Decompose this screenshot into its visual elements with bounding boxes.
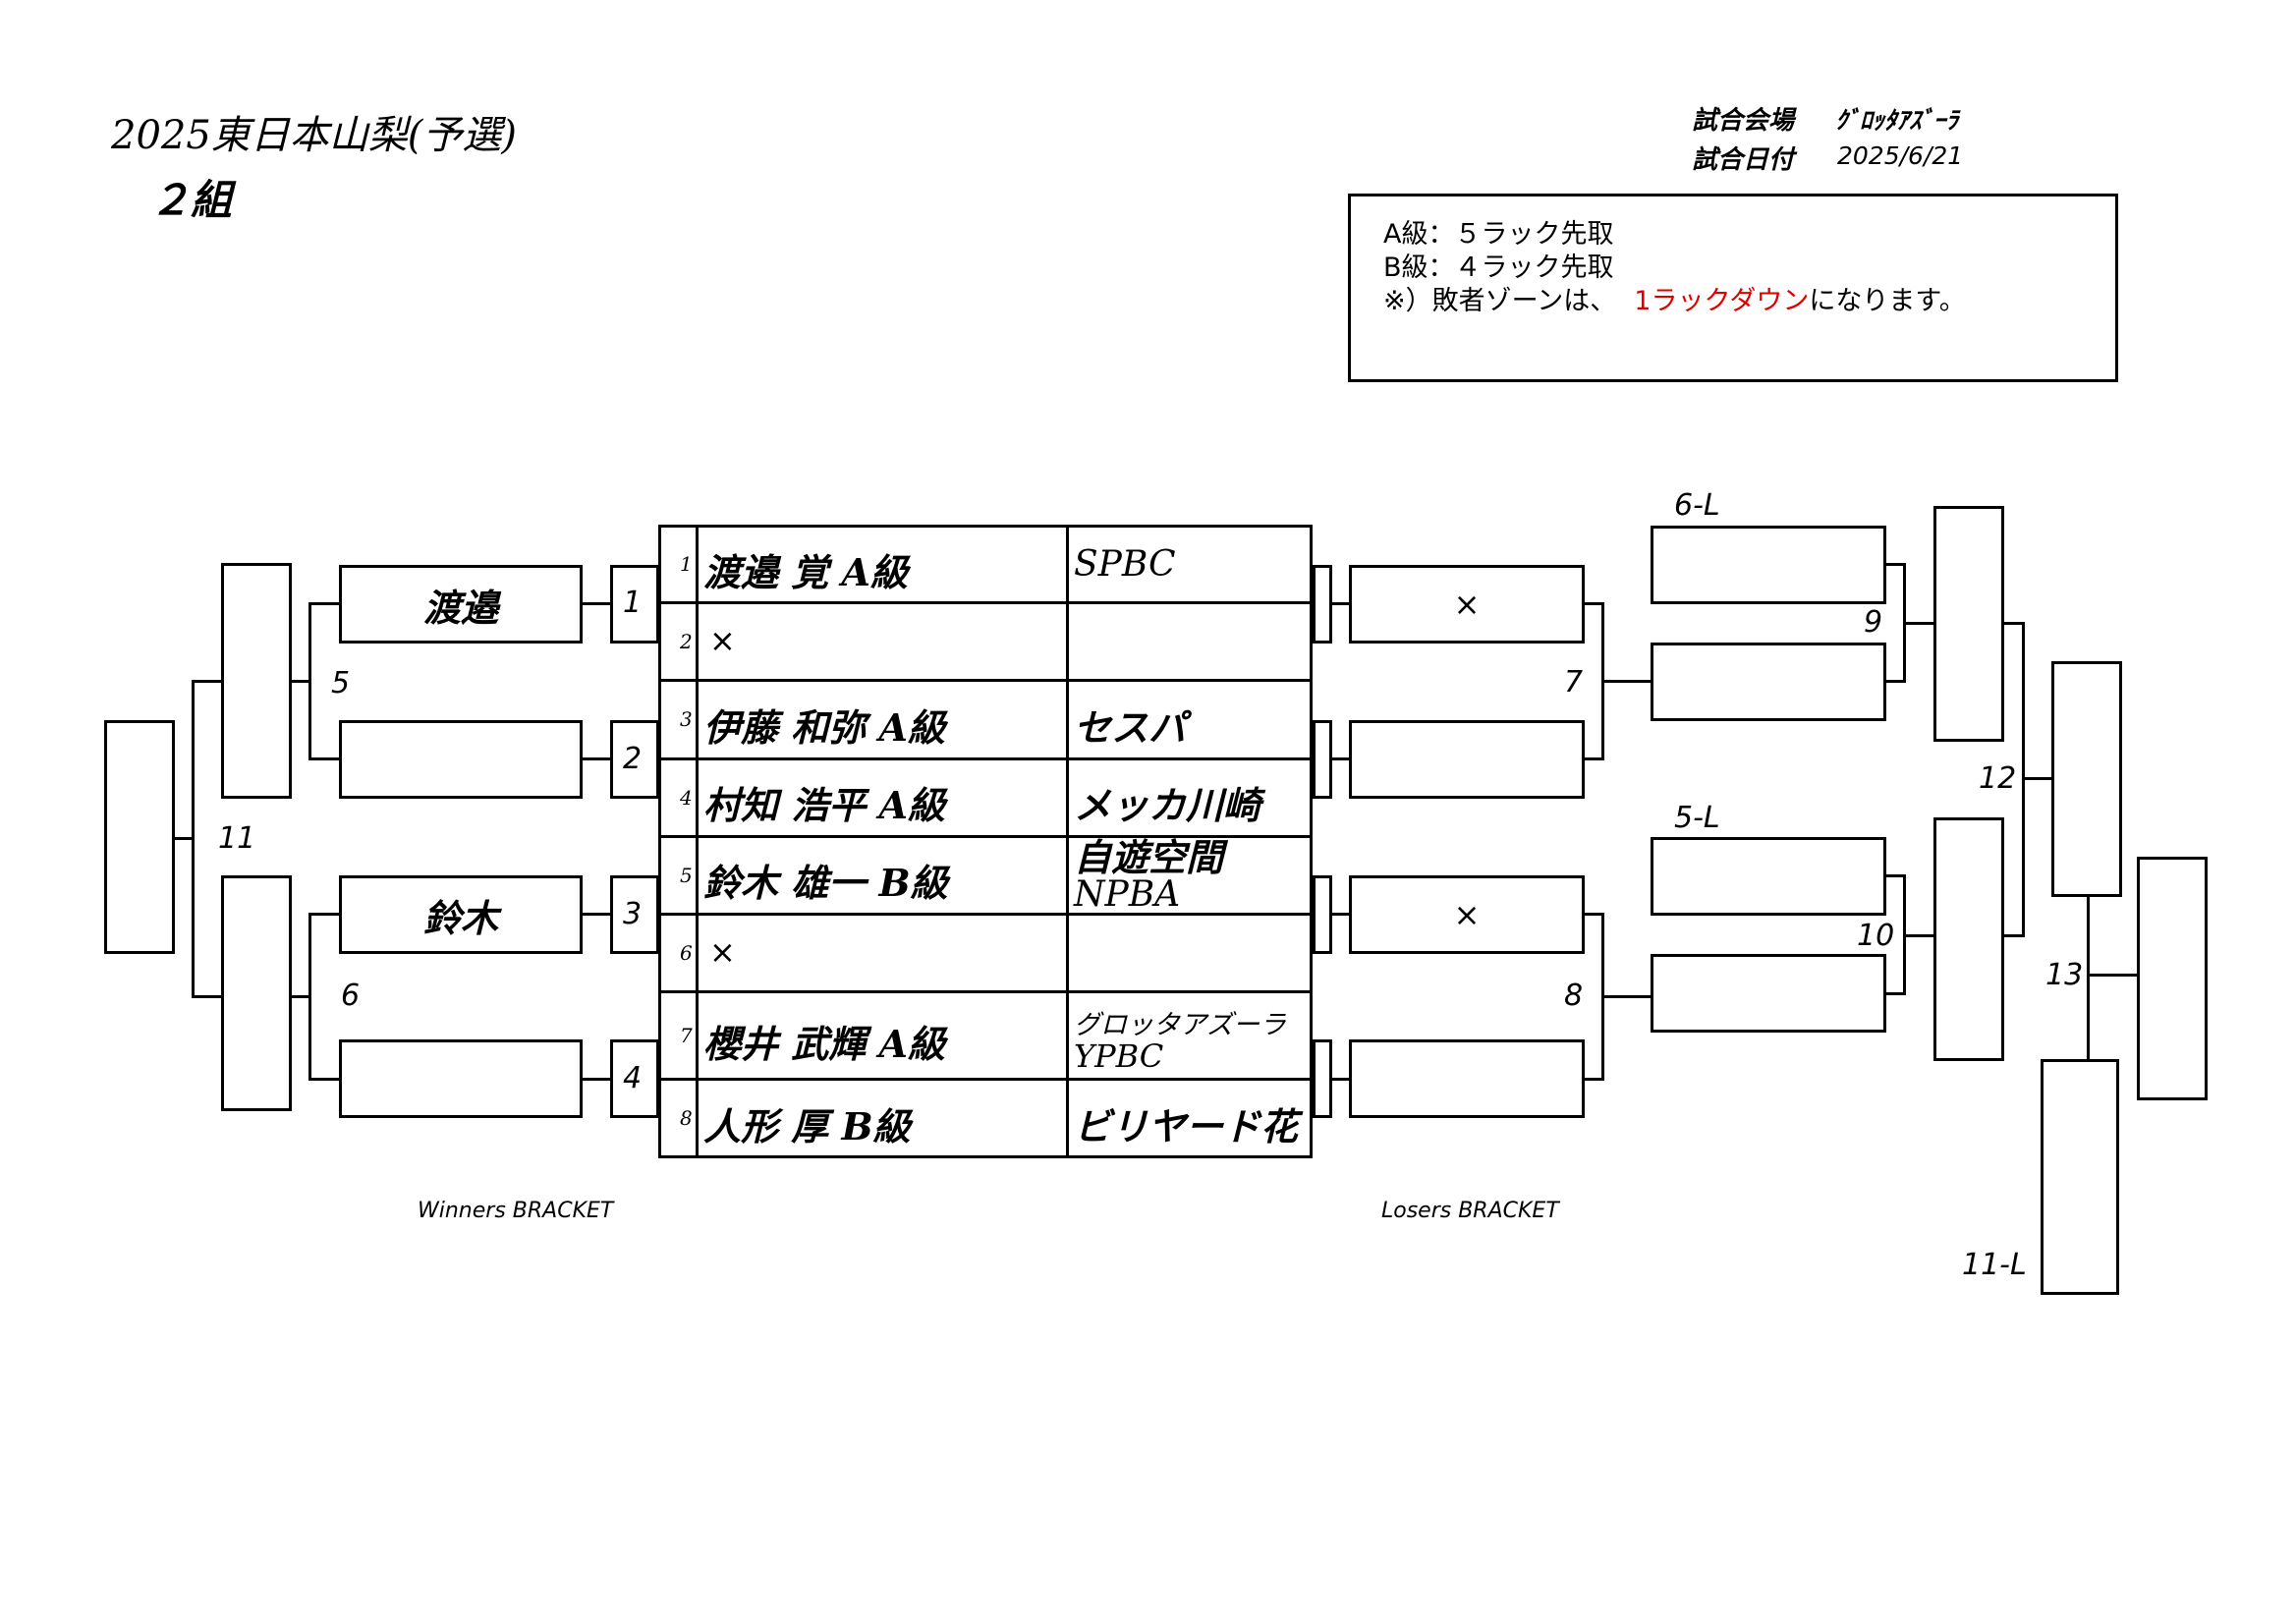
club-name: ビリヤード花 [1074,1104,1299,1148]
match-number: 4 [623,1061,643,1095]
losers-entry: × [1349,565,1585,644]
player-name: 櫻井 武輝 A級 [703,1022,945,1066]
winners-entry [339,1039,583,1118]
match-number: 13 [2045,958,2084,992]
match-number: 11 [218,821,256,856]
match-number: 5 [331,666,351,700]
winners-final-box [104,720,175,954]
match-number: 7 [1564,665,1584,700]
winners-entry [339,720,583,799]
grand-final-box [2137,857,2208,1100]
page-title: 2025東日本山梨(予選) [111,113,518,158]
match-number: 2 [623,742,643,776]
player-name: 渡邉 覚 A級 [703,550,908,594]
drop-label: 11-L [1962,1248,2027,1282]
losers-entry [1349,1039,1585,1118]
rule-a: A級：５ラック先取 [1383,219,1614,250]
losers-entry [1651,643,1886,721]
rule-note-prefix: ※）敗者ゾーンは、 [1383,286,1617,316]
player-name: 人形 厚 B級 [703,1104,911,1148]
losers-semifinal-box [1933,817,2004,1061]
venue-label: 試合会場 [1692,106,1795,136]
match-number: 10 [1857,919,1895,953]
club-name: メッカ川崎 [1074,783,1261,827]
losers-entry [1651,526,1886,604]
losers-final-box [2051,661,2122,897]
match-number: 8 [1564,979,1584,1013]
losers-entry [1651,837,1886,916]
winners-semifinal-box [221,875,292,1111]
player-name: × [709,933,736,971]
seed-number: 1 [680,552,693,576]
match-number: 9 [1864,605,1883,640]
seed-number: 5 [680,864,693,887]
player-name: × [709,622,736,659]
rule-b: B級：４ラック先取 [1383,252,1614,283]
winners-entry: 渡邉 [339,565,583,644]
rule-note-suffix: になります。 [1809,286,1966,316]
player-table [658,525,1313,1158]
club-name: グロッタアズーラ [1074,1010,1286,1040]
losers-entry [1349,720,1585,799]
club-name: セスパ [1074,705,1187,750]
match-box [610,875,659,954]
losers-entry [1651,954,1886,1033]
match-number: 3 [623,897,643,931]
losers-entry: × [1349,875,1585,954]
match-number: 12 [1979,761,2017,796]
player-name: 鈴木 雄一 B級 [703,861,948,905]
losers-caption: Losers BRACKET [1381,1199,1559,1223]
match-box [610,1039,659,1118]
drop-label: 6-L [1674,488,1720,523]
drop-label: 5-L [1674,801,1720,835]
match-box [610,565,659,644]
seed-number: 2 [680,630,693,653]
seed-number: 6 [680,941,693,965]
seed-number: 3 [680,707,693,731]
rules-box: A級：５ラック先取 B級：４ラック先取 ※）敗者ゾーンは、 1ラックダウンになりま… [1348,194,2118,382]
club-name: SPBC [1074,544,1176,585]
date-label: 試合日付 [1692,145,1795,175]
rule-note: ※）敗者ゾーンは、 1ラックダウンになります。 [1383,285,1966,318]
venue-value: ｸﾞﾛｯﾀｱｽﾞｰﾗ [1835,106,1959,135]
seed-number: 8 [680,1106,693,1130]
club-name: YPBC [1074,1037,1164,1075]
seed-number: 4 [680,786,693,810]
winners-semifinal-box [221,563,292,799]
winners-entry: 鈴木 [339,875,583,954]
losers-semifinal-box [1933,506,2004,742]
match-number: 6 [341,979,361,1013]
match-box [610,720,659,799]
player-name: 伊藤 和弥 A級 [703,705,945,750]
group-label: ２組 [149,176,233,224]
date-value: 2025/6/21 [1837,141,1964,170]
club-name: NPBA [1074,874,1181,915]
winners-final-loser-box [2041,1059,2119,1295]
seed-number: 7 [680,1024,693,1047]
player-name: 村知 浩平 A級 [703,783,945,827]
match-number: 1 [623,586,643,620]
rule-note-highlight: 1ラックダウン [1634,286,1810,316]
winners-caption: Winners BRACKET [418,1199,614,1223]
club-name: 自遊空間 [1074,835,1224,879]
